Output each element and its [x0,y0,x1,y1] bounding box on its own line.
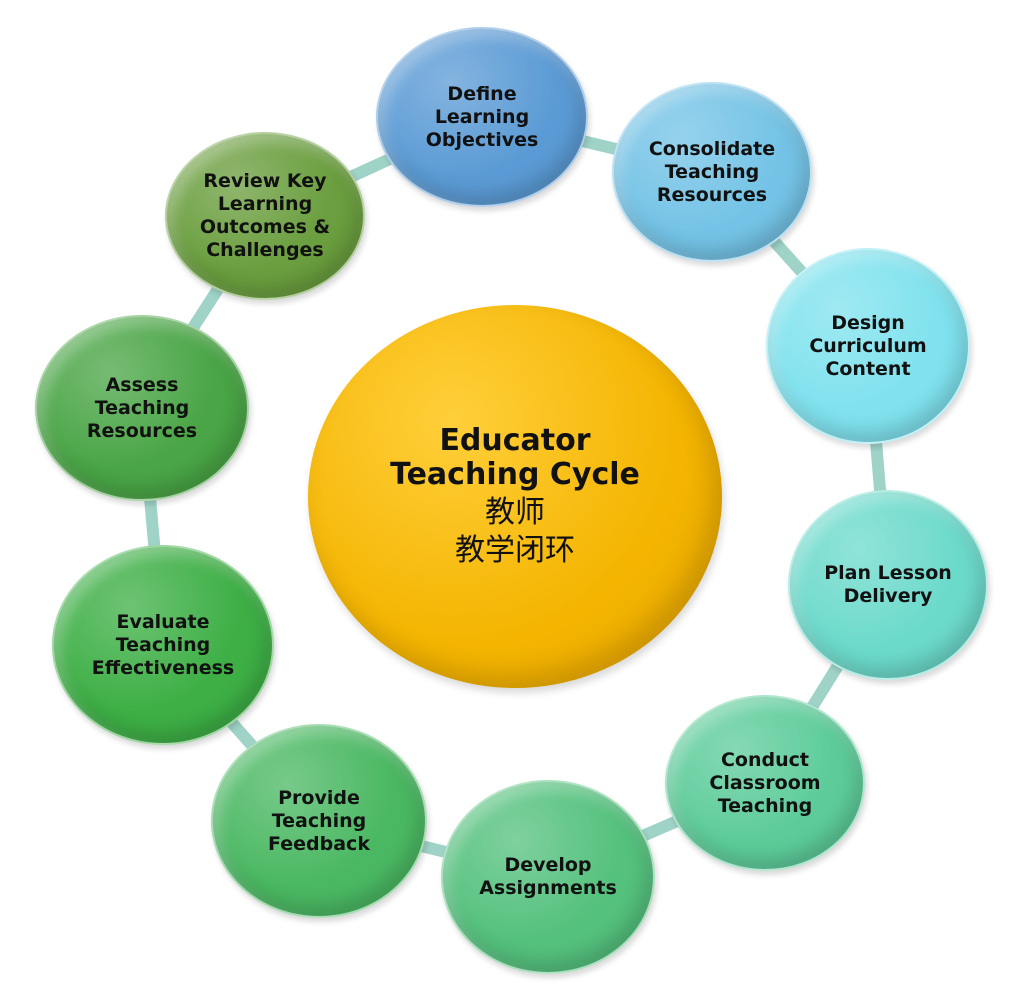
step-design-curriculum-content[interactable]: Design Curriculum Content [766,248,970,444]
center-hub: Educator Teaching Cycle 教师 教学闭环 [308,305,722,688]
step-label: Design Curriculum Content [809,311,927,380]
step-evaluate-teaching-effectiveness[interactable]: Evaluate Teaching Effectiveness [52,545,274,745]
step-label: Plan Lesson Delivery [824,562,952,607]
step-consolidate-teaching-resources[interactable]: Consolidate Teaching Resources [612,82,812,262]
step-label: Develop Assignments [479,854,617,899]
step-review-key-outcomes[interactable]: Review Key Learning Outcomes & Challenge… [165,132,365,300]
step-label: Define Learning Objectives [425,82,539,151]
step-label: Review Key Learning Outcomes & Challenge… [199,170,331,261]
step-develop-assignments[interactable]: Develop Assignments [441,780,655,974]
step-label: Provide Teaching Feedback [268,786,370,855]
step-provide-teaching-feedback[interactable]: Provide Teaching Feedback [211,724,427,918]
step-label: Evaluate Teaching Effectiveness [91,610,235,679]
step-label: Assess Teaching Resources [86,373,198,442]
step-plan-lesson-delivery[interactable]: Plan Lesson Delivery [788,490,988,680]
step-assess-teaching-resources[interactable]: Assess Teaching Resources [35,315,249,501]
step-label: Consolidate Teaching Resources [648,137,776,206]
center-subtitle-chinese: 教师 教学闭环 [455,494,575,568]
center-title: Educator Teaching Cycle [390,422,640,492]
step-conduct-classroom-teaching[interactable]: Conduct Classroom Teaching [665,695,865,871]
step-define-learning-objectives[interactable]: Define Learning Objectives [376,27,588,207]
step-label: Conduct Classroom Teaching [709,748,821,817]
